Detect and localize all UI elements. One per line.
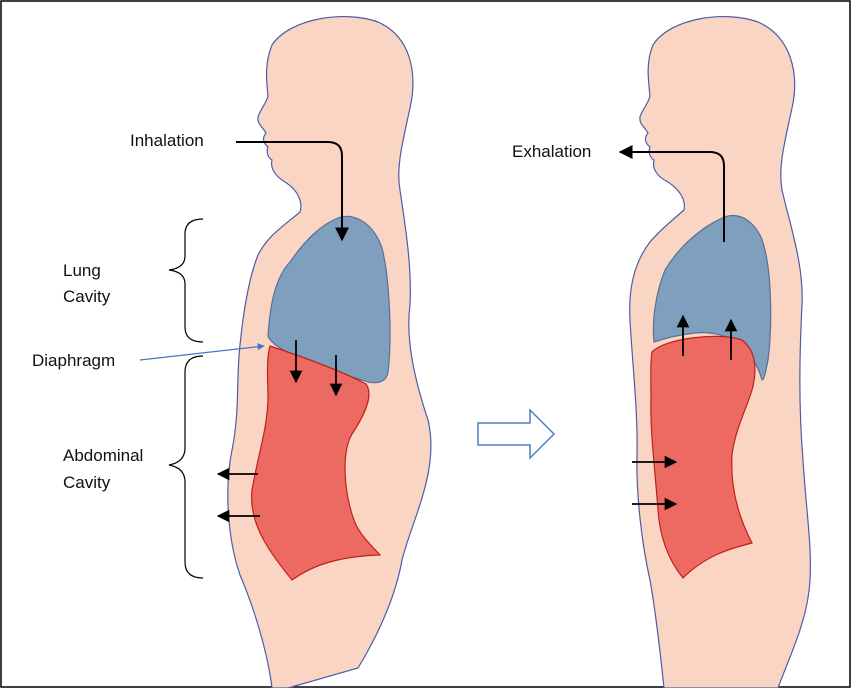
transition-arrow-icon bbox=[478, 410, 554, 458]
exhalation-label: Exhalation bbox=[512, 142, 591, 161]
lung-cavity-brace bbox=[169, 219, 203, 342]
exhalation-figure bbox=[630, 17, 811, 688]
abdominal-cavity-brace bbox=[169, 356, 203, 578]
lung-cavity-label-line2: Cavity bbox=[63, 287, 111, 306]
lung-cavity-label-line1: Lung bbox=[63, 261, 101, 280]
diaphragm-label: Diaphragm bbox=[32, 351, 115, 370]
inhalation-label: Inhalation bbox=[130, 131, 204, 150]
inhalation-figure bbox=[228, 17, 431, 688]
abdominal-cavity-label-line2: Cavity bbox=[63, 473, 111, 492]
abdominal-cavity-label-line1: Abdominal bbox=[63, 446, 143, 465]
